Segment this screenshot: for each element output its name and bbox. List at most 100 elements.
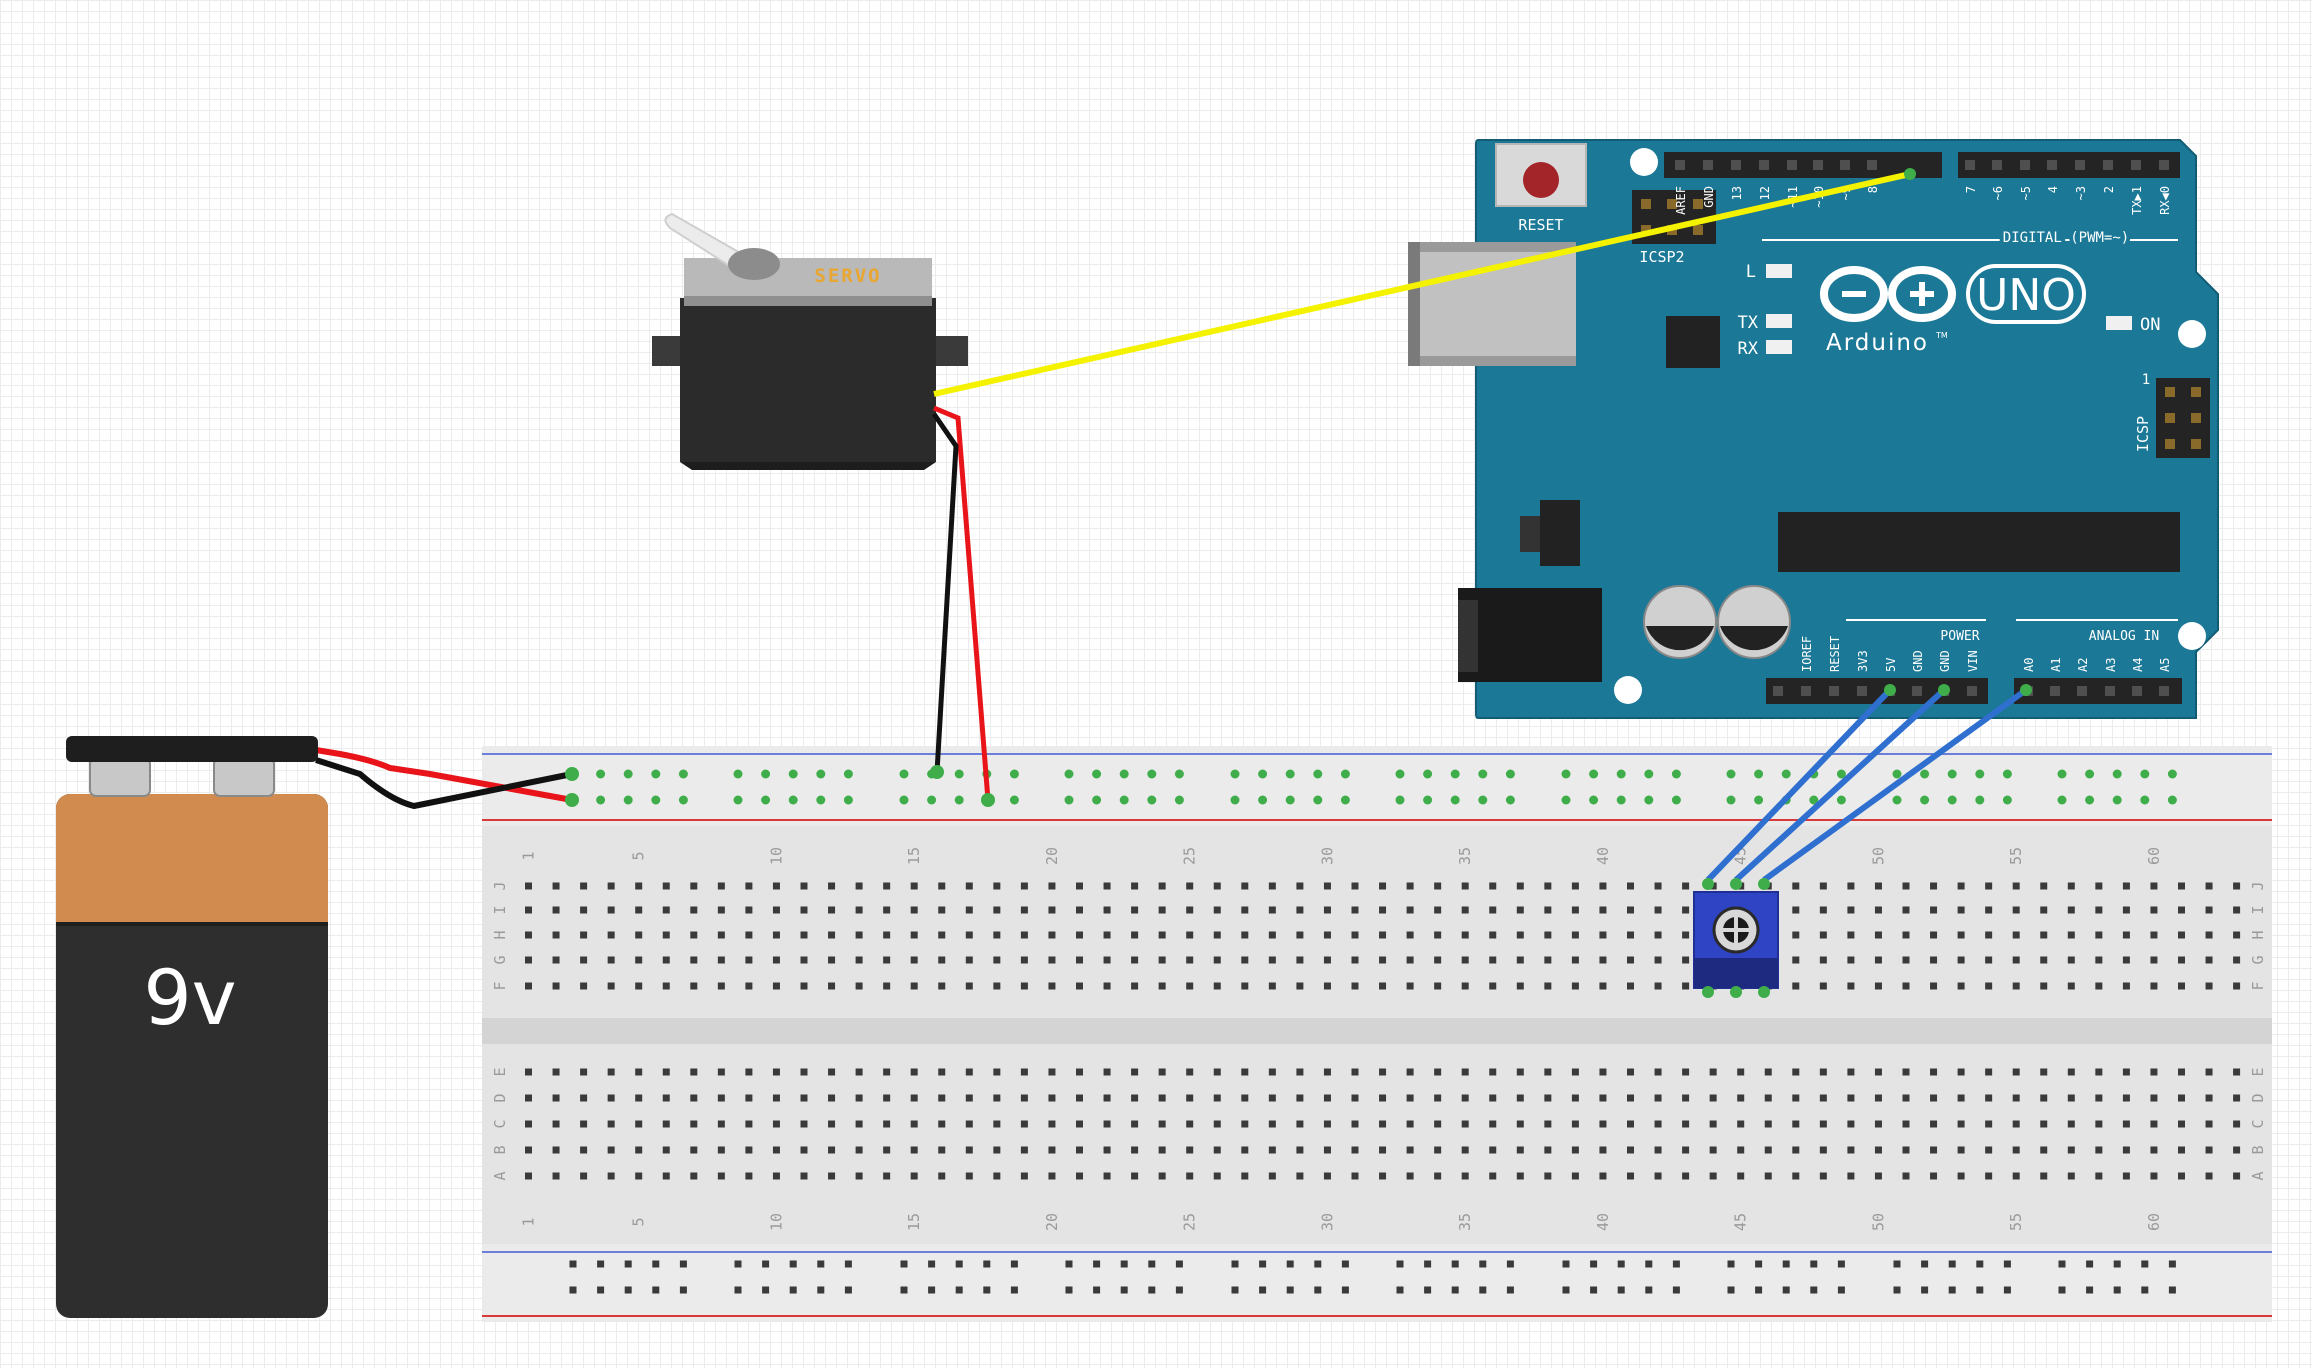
breadboard-hole[interactable] bbox=[965, 1120, 973, 1128]
breadboard-hole[interactable] bbox=[1379, 1068, 1387, 1076]
breadboard-hole[interactable] bbox=[1158, 1146, 1166, 1154]
breadboard-hole[interactable] bbox=[1654, 1120, 1662, 1128]
breadboard-hole[interactable] bbox=[1103, 1120, 1111, 1128]
breadboard-hole[interactable] bbox=[855, 931, 863, 939]
breadboard-hole[interactable] bbox=[1930, 1146, 1938, 1154]
breadboard-hole[interactable] bbox=[1489, 906, 1497, 914]
power-rail-hole[interactable] bbox=[1893, 1286, 1901, 1294]
power-rail-hole[interactable] bbox=[900, 1286, 908, 1294]
power-rail-hole[interactable] bbox=[1395, 769, 1405, 779]
breadboard-hole[interactable] bbox=[2178, 931, 2185, 939]
pot-5v-wire[interactable] bbox=[1705, 687, 1893, 883]
breadboard-hole[interactable] bbox=[1709, 1146, 1717, 1154]
breadboard-hole[interactable] bbox=[1268, 1172, 1276, 1180]
breadboard-hole[interactable] bbox=[1902, 1094, 1910, 1102]
breadboard-hole[interactable] bbox=[1213, 1094, 1221, 1102]
power-rail-hole[interactable] bbox=[1617, 1286, 1625, 1294]
breadboard-hole[interactable] bbox=[2095, 1120, 2103, 1128]
breadboard-hole[interactable] bbox=[1682, 931, 1690, 939]
breadboard-hole[interactable] bbox=[1764, 1068, 1772, 1076]
breadboard-hole[interactable] bbox=[552, 882, 560, 890]
breadboard-hole[interactable] bbox=[1213, 1172, 1221, 1180]
power-rail-hole[interactable] bbox=[1921, 1260, 1929, 1268]
breadboard-hole[interactable] bbox=[1323, 906, 1331, 914]
breadboard-hole[interactable] bbox=[635, 1172, 643, 1180]
power-rail-hole[interactable] bbox=[2002, 795, 2012, 805]
breadboard-hole[interactable] bbox=[607, 1120, 615, 1128]
power-rail-hole[interactable] bbox=[1340, 795, 1350, 805]
breadboard-hole[interactable] bbox=[2178, 882, 2185, 890]
power-rail-hole[interactable] bbox=[789, 1286, 797, 1294]
power-rail-hole[interactable] bbox=[1231, 1260, 1239, 1268]
breadboard-hole[interactable] bbox=[965, 882, 973, 890]
breadboard-hole[interactable] bbox=[1379, 882, 1387, 890]
breadboard-hole[interactable] bbox=[2150, 1068, 2158, 1076]
power-rail-hole[interactable] bbox=[762, 1286, 770, 1294]
breadboard-hole[interactable] bbox=[1076, 1094, 1083, 1102]
power-rail-hole[interactable] bbox=[843, 769, 853, 779]
breadboard-hole[interactable] bbox=[635, 931, 643, 939]
breadboard-hole[interactable] bbox=[1268, 1120, 1276, 1128]
breadboard-hole[interactable] bbox=[1434, 1120, 1442, 1128]
power-rail-hole[interactable] bbox=[844, 1260, 852, 1268]
breadboard-hole[interactable] bbox=[1874, 1068, 1882, 1076]
power-rail-hole[interactable] bbox=[1120, 1260, 1128, 1268]
breadboard-hole[interactable] bbox=[2012, 882, 2020, 890]
power-rail-hole[interactable] bbox=[2168, 1286, 2176, 1294]
breadboard-hole[interactable] bbox=[1186, 1146, 1194, 1154]
breadboard-hole[interactable] bbox=[1544, 1146, 1552, 1154]
power-rail-hole[interactable] bbox=[1754, 795, 1764, 805]
breadboard-hole[interactable] bbox=[2040, 906, 2048, 914]
battery-negative-wire[interactable] bbox=[315, 757, 573, 810]
power-rail-hole[interactable] bbox=[1119, 769, 1129, 779]
breadboard-hole[interactable] bbox=[1599, 1068, 1607, 1076]
breadboard-hole[interactable] bbox=[1103, 1068, 1111, 1076]
breadboard-hole[interactable] bbox=[1268, 906, 1276, 914]
breadboard-hole[interactable] bbox=[910, 956, 918, 964]
power-rail-hole[interactable] bbox=[1590, 1286, 1598, 1294]
power-rail-hole[interactable] bbox=[1645, 1286, 1653, 1294]
breadboard-hole[interactable] bbox=[1599, 931, 1607, 939]
breadboard-hole[interactable] bbox=[2040, 1146, 2048, 1154]
breadboard-hole[interactable] bbox=[525, 1068, 532, 1076]
breadboard-hole[interactable] bbox=[938, 882, 946, 890]
breadboard-hole[interactable] bbox=[525, 906, 532, 914]
breadboard-hole[interactable] bbox=[662, 931, 670, 939]
breadboard-hole[interactable] bbox=[1737, 1172, 1745, 1180]
breadboard-hole[interactable] bbox=[1323, 882, 1331, 890]
breadboard-hole[interactable] bbox=[2205, 1094, 2213, 1102]
power-rail-hole[interactable] bbox=[1341, 1260, 1349, 1268]
breadboard-hole[interactable] bbox=[1902, 982, 1910, 990]
breadboard-hole[interactable] bbox=[1902, 931, 1910, 939]
breadboard-hole[interactable] bbox=[1489, 956, 1497, 964]
breadboard-hole[interactable] bbox=[855, 1146, 863, 1154]
header-pin[interactable] bbox=[1801, 686, 1811, 696]
breadboard-hole[interactable] bbox=[993, 906, 1001, 914]
power-rail-hole[interactable] bbox=[1921, 1286, 1929, 1294]
breadboard-hole[interactable] bbox=[1103, 882, 1111, 890]
header-pin[interactable] bbox=[1773, 686, 1783, 696]
breadboard-hole[interactable] bbox=[2233, 882, 2241, 890]
breadboard-hole[interactable] bbox=[1323, 982, 1331, 990]
breadboard-hole[interactable] bbox=[1213, 931, 1221, 939]
header-pin[interactable] bbox=[1829, 686, 1839, 696]
breadboard-hole[interactable] bbox=[607, 982, 615, 990]
breadboard-hole[interactable] bbox=[2040, 882, 2048, 890]
breadboard-hole[interactable] bbox=[1682, 906, 1690, 914]
power-rail-hole[interactable] bbox=[1395, 795, 1405, 805]
breadboard-hole[interactable] bbox=[1020, 956, 1028, 964]
breadboard-hole[interactable] bbox=[883, 1068, 891, 1076]
breadboard-hole[interactable] bbox=[1627, 982, 1634, 990]
breadboard-hole[interactable] bbox=[1792, 1146, 1800, 1154]
breadboard-hole[interactable] bbox=[607, 1146, 615, 1154]
breadboard-hole[interactable] bbox=[1819, 1094, 1827, 1102]
breadboard-hole[interactable] bbox=[1158, 906, 1166, 914]
breadboard-hole[interactable] bbox=[1874, 931, 1882, 939]
breadboard-hole[interactable] bbox=[1957, 1094, 1965, 1102]
breadboard-hole[interactable] bbox=[580, 1146, 588, 1154]
breadboard-hole[interactable] bbox=[2095, 931, 2103, 939]
battery-positive-wire[interactable] bbox=[315, 747, 573, 803]
breadboard-hole[interactable] bbox=[1406, 982, 1414, 990]
header-pin[interactable] bbox=[1912, 686, 1922, 696]
breadboard-hole[interactable] bbox=[772, 1146, 780, 1154]
